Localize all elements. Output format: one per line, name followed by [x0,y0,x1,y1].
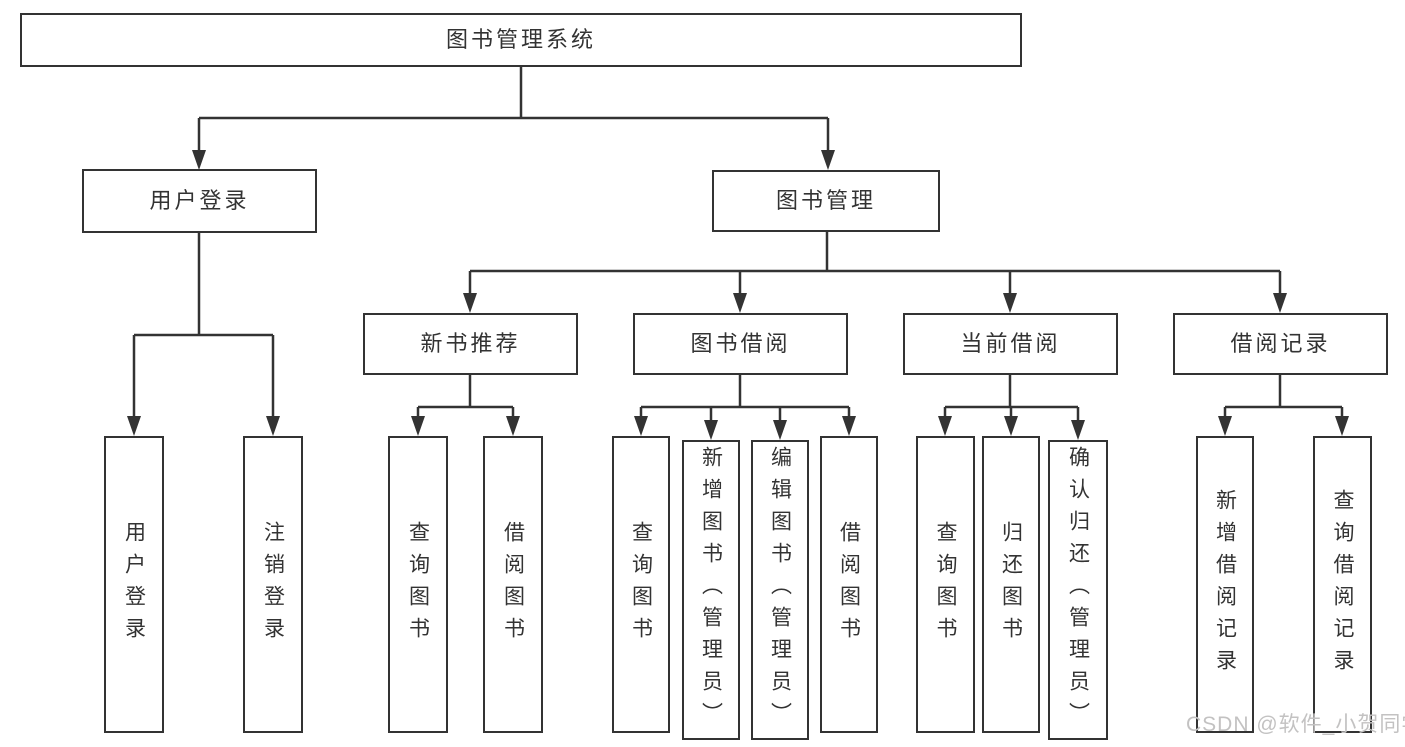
leaf-current-query-books: 查询图书 [916,436,975,733]
node-book-borrow-label: 图书借阅 [690,331,791,356]
leaf-add-book-admin: 新增图书（管理员） [682,440,740,740]
leaf-user-login-label: 用户登录 [122,520,146,649]
arrow-down-icon [938,416,952,436]
leaf-borrow-borrow-books-label: 借阅图书 [837,520,861,649]
node-book-management-label: 图书管理 [775,188,876,213]
node-book-borrow: 图书借阅 [633,313,848,375]
leaf-edit-book-admin: 编辑图书（管理员） [751,440,809,740]
leaf-add-borrow-record-label: 新增借阅记录 [1213,488,1237,681]
leaf-logout-label: 注销登录 [261,520,285,649]
arrow-down-icon [1335,416,1349,436]
leaf-borrow-borrow-books: 借阅图书 [820,436,878,733]
node-new-book-recommend-label: 新书推荐 [420,331,521,356]
leaf-query-borrow-record: 查询借阅记录 [1313,436,1372,733]
arrow-down-icon [1273,293,1287,313]
leaf-confirm-return-admin-label: 确认归还（管理员） [1066,446,1090,734]
leaf-borrow-query-books-label: 查询图书 [629,520,653,649]
leaf-borrow-query-books: 查询图书 [612,436,670,733]
arrow-down-icon [821,150,835,170]
leaf-query-borrow-record-label: 查询借阅记录 [1331,488,1354,681]
arrow-down-icon [463,293,477,313]
node-book-management: 图书管理 [712,170,940,232]
leaf-recommend-query-books-label: 查询图书 [406,520,430,649]
tree-edges [132,67,1344,424]
arrow-down-icon [411,416,425,436]
leaf-recommend-borrow-books: 借阅图书 [483,436,543,733]
leaf-recommend-borrow-books-label: 借阅图书 [501,520,525,649]
arrow-down-icon [733,293,747,313]
node-current-borrow: 当前借阅 [903,313,1118,375]
arrow-down-icon [1003,293,1017,313]
leaf-current-query-books-label: 查询图书 [934,520,957,649]
node-book-system-label: 图书管理系统 [445,27,596,52]
arrow-down-icon [192,150,206,170]
csdn-watermark: CSDN @软件_小贺同学 [1186,713,1405,736]
node-borrow-records-label: 借阅记录 [1230,331,1331,356]
node-new-book-recommend: 新书推荐 [363,313,578,375]
node-book-system: 图书管理系统 [20,13,1022,67]
leaf-return-books-label: 归还图书 [999,520,1023,649]
arrow-down-icon [266,416,280,436]
leaf-confirm-return-admin: 确认归还（管理员） [1048,440,1108,740]
arrowhead-icons [127,150,1349,440]
arrow-down-icon [773,420,787,440]
arrow-down-icon [506,416,520,436]
leaf-add-borrow-record: 新增借阅记录 [1196,436,1254,733]
leaf-recommend-query-books: 查询图书 [388,436,448,733]
node-user-login-label: 用户登录 [149,188,250,213]
leaf-add-book-admin-label: 新增图书（管理员） [699,446,723,734]
node-current-borrow-label: 当前借阅 [960,331,1061,356]
arrow-down-icon [127,416,141,436]
arrow-down-icon [1071,420,1085,440]
leaf-user-login: 用户登录 [104,436,164,733]
leaf-logout: 注销登录 [243,436,303,733]
node-user-login: 用户登录 [82,169,317,233]
leaf-return-books: 归还图书 [982,436,1040,733]
arrow-down-icon [1004,416,1018,436]
leaf-edit-book-admin-label: 编辑图书（管理员） [768,446,792,734]
arrow-down-icon [1218,416,1232,436]
node-borrow-records: 借阅记录 [1173,313,1388,375]
arrow-down-icon [842,416,856,436]
arrow-down-icon [704,420,718,440]
arrow-down-icon [634,416,648,436]
